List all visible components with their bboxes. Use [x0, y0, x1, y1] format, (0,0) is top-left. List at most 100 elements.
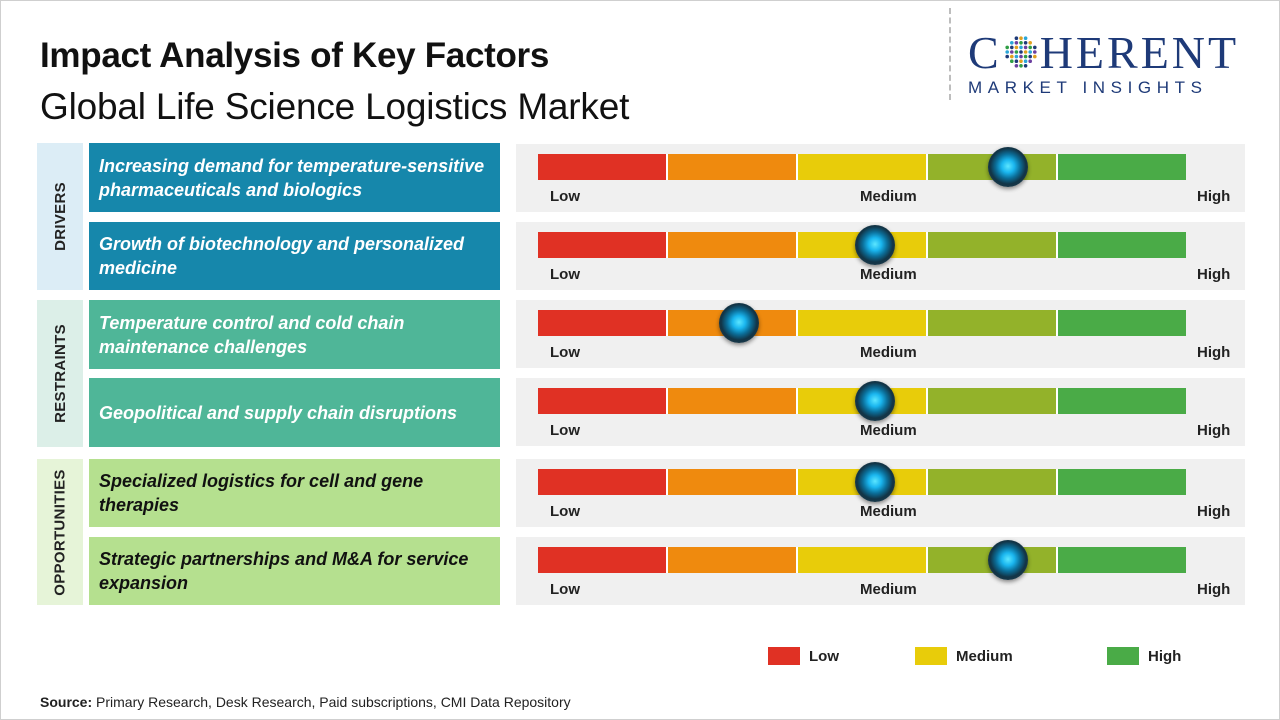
legend-item-high: High [1107, 647, 1181, 665]
logo-dot [1014, 45, 1018, 50]
impact-marker [718, 303, 759, 343]
company-logo: C HERENT MARKET INSIGHTS [968, 30, 1260, 98]
logo-dot [1023, 36, 1028, 40]
source-text: Primary Research, Desk Research, Paid su… [92, 694, 571, 710]
logo-dot [1009, 50, 1014, 54]
group-label-restraints: RESTRAINTS [37, 300, 83, 447]
scale-segment [1058, 154, 1186, 180]
logo-dot [1014, 41, 1018, 45]
logo-dot [1023, 64, 1028, 68]
scale-label-high: High [1197, 503, 1231, 520]
logo-dot [1014, 64, 1018, 68]
logo-dot [1023, 54, 1028, 59]
logo-dot [1032, 54, 1037, 59]
scale-label-low: Low [550, 503, 580, 520]
logo-wordmark: C HERENT [968, 30, 1260, 76]
logo-dot [1005, 50, 1009, 54]
logo-dot [1018, 64, 1023, 68]
impact-gauge: Low Medium High [516, 459, 1245, 527]
scale-segment [798, 547, 928, 573]
factor-box: Increasing demand for temperature-sensit… [89, 143, 500, 212]
logo-dot [1032, 50, 1037, 54]
impact-scale-bar [538, 547, 1186, 573]
logo-dot [1018, 59, 1023, 63]
scale-segment [1058, 547, 1186, 573]
scale-segment [928, 469, 1058, 495]
legend-swatch-high [1107, 647, 1139, 665]
scale-label-medium: Medium [860, 266, 917, 283]
scale-segment [668, 547, 798, 573]
logo-dot [1014, 36, 1018, 40]
scale-segment [928, 388, 1058, 414]
scale-label-high: High [1197, 344, 1231, 361]
factor-box: Temperature control and cold chain maint… [89, 300, 500, 369]
scale-segment [538, 232, 668, 258]
scale-segment [538, 154, 668, 180]
logo-dot [1023, 50, 1028, 54]
impact-scale-bar [538, 310, 1186, 336]
impact-marker [854, 381, 895, 421]
scale-segment [1058, 469, 1186, 495]
logo-dot [1028, 54, 1032, 59]
scale-label-low: Low [550, 581, 580, 598]
scale-segment [668, 469, 798, 495]
scale-segment [668, 232, 798, 258]
impact-marker [987, 540, 1028, 580]
scale-segment [798, 154, 928, 180]
group-label-drivers: DRIVERS [37, 143, 83, 290]
logo-letters-rest: HERENT [1039, 27, 1240, 78]
scale-label-high: High [1197, 188, 1231, 205]
logo-dot [1009, 54, 1014, 59]
scale-label-low: Low [550, 188, 580, 205]
scale-segment [1058, 232, 1186, 258]
logo-tagline: MARKET INSIGHTS [968, 78, 1208, 97]
legend-label-high: High [1148, 647, 1182, 665]
logo-dot [1014, 50, 1018, 54]
logo-dot [1009, 45, 1014, 50]
legend-swatch-medium [915, 647, 947, 665]
logo-letter-c: C [968, 27, 1002, 78]
scale-label-high: High [1197, 422, 1231, 439]
scale-label-low: Low [550, 266, 580, 283]
logo-dot [1032, 45, 1037, 50]
source-label: Source: [40, 694, 93, 710]
logo-dot [1009, 59, 1014, 63]
logo-dot [1018, 54, 1023, 59]
scale-segment [668, 154, 798, 180]
legend-label-low: Low [809, 647, 839, 665]
scale-segment [538, 310, 668, 336]
factor-box: Growth of biotechnology and personalized… [89, 222, 500, 290]
scale-label-low: Low [550, 422, 580, 439]
impact-scale-bar [538, 469, 1186, 495]
scale-segment [1058, 310, 1186, 336]
logo-dot [1018, 41, 1023, 45]
scale-segment [538, 388, 668, 414]
impact-gauge: Low Medium High [516, 537, 1245, 605]
factor-box: Strategic partnerships and M&A for servi… [89, 537, 500, 605]
scale-segment [538, 469, 668, 495]
scale-segment [538, 547, 668, 573]
scale-label-high: High [1197, 581, 1231, 598]
impact-scale-bar [538, 388, 1186, 414]
impact-marker [854, 462, 895, 502]
scale-label-high: High [1197, 266, 1231, 283]
scale-segment [798, 310, 928, 336]
logo-dot [1009, 41, 1014, 45]
header-divider [949, 8, 951, 100]
logo-dot [1018, 50, 1023, 54]
scale-segment [668, 388, 798, 414]
logo-dot [1028, 59, 1032, 63]
scale-segment [1058, 388, 1186, 414]
scale-label-medium: Medium [860, 581, 917, 598]
legend-swatch-low [768, 647, 800, 665]
impact-marker [854, 225, 895, 265]
logo-dot [1005, 54, 1009, 59]
logo-dot [1028, 41, 1032, 45]
logo-dot [1014, 54, 1018, 59]
logo-dot [1018, 45, 1023, 50]
scale-label-medium: Medium [860, 503, 917, 520]
logo-dot [1023, 41, 1028, 45]
